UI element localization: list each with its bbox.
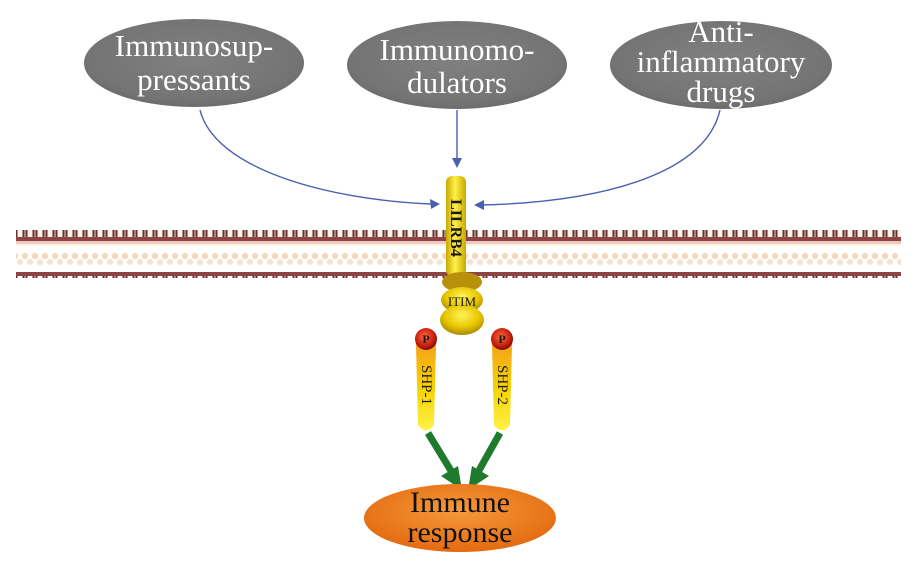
phosphatase-shp1: P SHP-1 — [415, 328, 437, 431]
receptor-label: LILRB4 — [447, 199, 464, 257]
shp1-label: SHP-1 — [418, 365, 434, 405]
arrow-anti-inflammatory — [481, 109, 721, 206]
drug-label-line: pressants — [137, 62, 251, 97]
phosphatase-shp2: P SHP-2 — [491, 328, 513, 431]
drug-label-line: Immunosup- — [115, 28, 273, 63]
shp2-label: SHP-2 — [494, 365, 510, 405]
drug-label-line: drugs — [687, 74, 756, 109]
itim-label: ITIM — [448, 294, 477, 309]
drug-node-immunomodulators: Immunomo- dulators — [347, 21, 567, 109]
arrowhead-icon — [468, 466, 489, 490]
receptor-lilrb4: LILRB4 — [446, 176, 466, 276]
phospho-label: P — [498, 332, 505, 346]
drug-label-line: dulators — [407, 65, 507, 100]
drug-node-anti-inflammatory: Anti- inflammatory drugs — [610, 14, 832, 109]
phospho-icon — [491, 328, 513, 350]
arrowhead-icon — [441, 466, 462, 490]
outcome-label-line: Immune — [410, 486, 510, 519]
itim-motif: ITIM — [440, 272, 484, 335]
drug-label-line: Immunomo- — [380, 32, 535, 67]
drug-arrows — [199, 109, 721, 210]
drug-node-immunosuppressants: Immunosup- pressants — [84, 19, 304, 107]
phospho-label: P — [422, 332, 429, 346]
immune-response-node: Immune response — [364, 484, 556, 552]
arrowhead-icon — [474, 200, 484, 210]
phospho-icon — [415, 328, 437, 350]
arrowhead-icon — [452, 158, 462, 168]
arrow-immunosuppressants — [199, 109, 433, 205]
arrowhead-icon — [430, 199, 440, 209]
drug-label-line: inflammatory — [637, 44, 806, 79]
drug-label-line: Anti- — [688, 14, 753, 49]
outcome-label-line: response — [408, 516, 513, 549]
activation-arrows — [425, 431, 504, 490]
